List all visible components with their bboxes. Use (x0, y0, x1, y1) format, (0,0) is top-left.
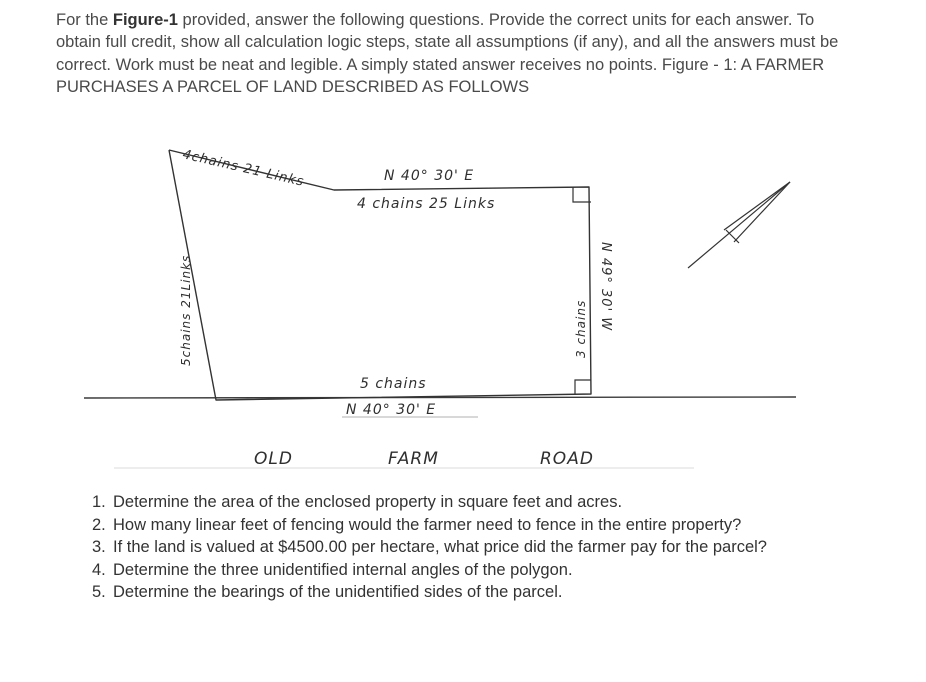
label-bottom-length: 5 chains (360, 376, 427, 392)
label-road-farm: FARM (388, 449, 439, 469)
label-road-old: OLD (254, 449, 293, 469)
question-text: If the land is valued at $4500.00 per he… (113, 538, 767, 556)
right-angle-mark-top (572, 187, 591, 203)
parcel-sketch: 4chains 21 Links N 40° 30' E 4 chains 25… (84, 147, 797, 469)
label-road-road: ROAD (540, 449, 594, 469)
label-top-length: 4 chains 25 Links (357, 196, 495, 212)
instructions-paragraph: For the Figure-1 provided, answer the fo… (56, 9, 856, 98)
list-item: 3. If the land is valued at $4500.00 per … (84, 536, 804, 559)
list-item: 4. Determine the three unidentified inter… (84, 559, 804, 582)
parcel-boundary (168, 149, 592, 401)
label-top-left-side: 4chains 21 Links (181, 147, 306, 190)
question-number: 2. (92, 515, 106, 534)
figure-reference: Figure-1 (112, 11, 178, 29)
question-text: Determine the three unidentified interna… (113, 560, 573, 579)
parcel-figure: 4chains 21 Links N 40° 30' E 4 chains 25… (84, 130, 824, 475)
question-number: 3. (92, 538, 106, 556)
label-right-bearing: N 49° 30' W (598, 242, 613, 331)
north-arrow-icon (687, 181, 791, 269)
list-item: 1. Determine the area of the enclosed pro… (84, 491, 804, 514)
road-line (84, 396, 797, 399)
list-item: 5. Determine the bearings of the unidenti… (84, 581, 804, 604)
label-bottom-bearing: N 40° 30' E (346, 402, 436, 418)
question-number: 5. (92, 583, 106, 601)
question-text: Determine the bearings of the unidentifi… (113, 583, 563, 601)
label-top-bearing: N 40° 30' E (384, 168, 474, 184)
label-right-side: 3 chains (574, 300, 588, 358)
question-text: How many linear feet of fencing would th… (113, 515, 742, 534)
intro-text: provided, answer the following questions… (56, 11, 839, 96)
question-number: 4. (92, 560, 106, 579)
question-list: 1. Determine the area of the enclosed pro… (84, 491, 804, 604)
intro-prefix: For the (56, 11, 113, 29)
right-angle-mark-bottom (574, 379, 591, 394)
question-number: 1. (92, 493, 106, 511)
label-left-side: 5chains 21Links (179, 255, 193, 366)
question-text: Determine the area of the enclosed prope… (113, 493, 623, 511)
list-item: 2. How many linear feet of fencing would … (84, 514, 804, 537)
